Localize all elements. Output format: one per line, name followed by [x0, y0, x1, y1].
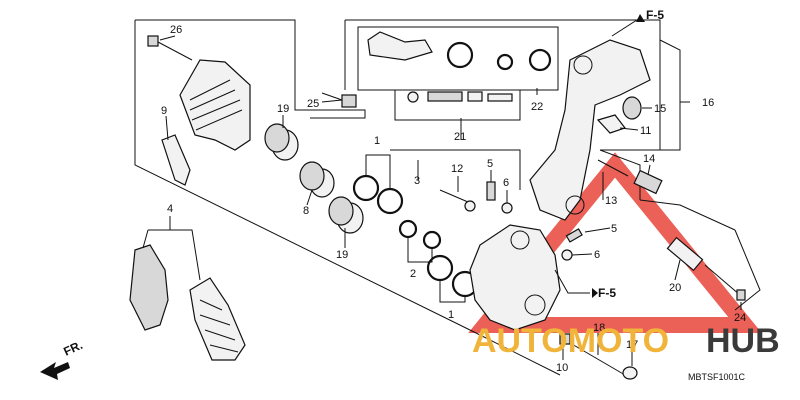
watermark-text: AUTOMOTO HUB — [472, 322, 780, 360]
callout-6-lower: 6 — [594, 249, 600, 261]
callout-25: 25 — [307, 98, 319, 110]
part-10-bolt — [559, 333, 571, 345]
callout-2: 2 — [410, 268, 416, 280]
f5-arrow-mid — [554, 269, 598, 298]
part-14-boot — [633, 169, 663, 195]
part-22-kit-contents — [367, 31, 552, 72]
part-6-cap-lower — [561, 249, 573, 261]
watermark-part-b: HUB — [706, 322, 780, 360]
callout-13: 13 — [605, 195, 617, 207]
leader-lines — [142, 35, 742, 366]
f5-ref-mid: F-5 — [598, 286, 616, 300]
pad-cover — [179, 59, 251, 151]
outline-frames — [134, 19, 761, 376]
part-6-cap-upper — [501, 202, 513, 214]
part-19-piston-upper — [264, 123, 299, 161]
callout-17: 17 — [626, 339, 638, 351]
f5-ref-top: F-5 — [646, 8, 664, 22]
callout-5-lower: 5 — [611, 223, 617, 235]
part-26-bolt — [147, 35, 193, 61]
part-13-pin — [597, 159, 629, 177]
callout-20: 20 — [669, 282, 681, 294]
callout-3: 3 — [414, 175, 420, 187]
callout-1-lower: 1 — [448, 309, 454, 321]
part-2-seals — [398, 219, 442, 250]
callout-9: 9 — [161, 105, 167, 117]
part-12-pin — [439, 189, 476, 212]
callout-26: 26 — [170, 24, 182, 36]
part-18-pin — [564, 339, 626, 376]
callout-1-upper: 1 — [374, 135, 380, 147]
part-8-piston — [299, 161, 335, 198]
front-arrow: FR. — [40, 338, 85, 380]
part-9-clip — [161, 134, 191, 186]
callout-22: 22 — [531, 101, 543, 113]
callout-19-lower: 19 — [336, 249, 348, 261]
part-11-clip — [596, 114, 626, 134]
diagram-code: MBTSF1001C — [688, 372, 746, 382]
callout-11: 11 — [640, 125, 651, 137]
part-24-bolt — [704, 264, 746, 301]
callout-6-upper: 6 — [503, 177, 509, 189]
callout-8: 8 — [303, 205, 309, 217]
caliper-body — [469, 224, 561, 331]
callout-4: 4 — [167, 203, 173, 215]
callout-21: 21 — [454, 131, 466, 143]
callout-16: 16 — [702, 97, 714, 109]
callout-14: 14 — [643, 153, 655, 165]
part-1-seals-lower — [426, 254, 479, 298]
callout-24: 24 — [734, 312, 746, 324]
part-20-sleeve — [666, 236, 704, 272]
part-21-kit-contents — [407, 91, 513, 103]
part-1-seals-upper — [352, 174, 404, 215]
callout-18: 18 — [593, 322, 605, 334]
callout-5-upper: 5 — [487, 158, 493, 170]
part-4-brake-pads — [129, 244, 246, 361]
callout-10: 10 — [556, 362, 568, 374]
front-arrow-label: FR. — [61, 338, 84, 359]
callout-12: 12 — [451, 163, 463, 175]
part-16-bracket — [529, 39, 651, 221]
part-17-cap — [622, 366, 638, 380]
callout-19-upper: 19 — [277, 103, 289, 115]
part-5-bleeder-lower — [565, 228, 583, 243]
part-5-bleeder-upper — [486, 181, 496, 201]
part-15-boot — [622, 96, 642, 120]
f5-arrow-top — [611, 14, 645, 37]
part-25-bolt — [321, 92, 357, 108]
part-19-piston-lower — [328, 196, 364, 234]
callout-15: 15 — [654, 103, 666, 115]
watermark-part-a: AUTOMOTO — [472, 322, 669, 360]
